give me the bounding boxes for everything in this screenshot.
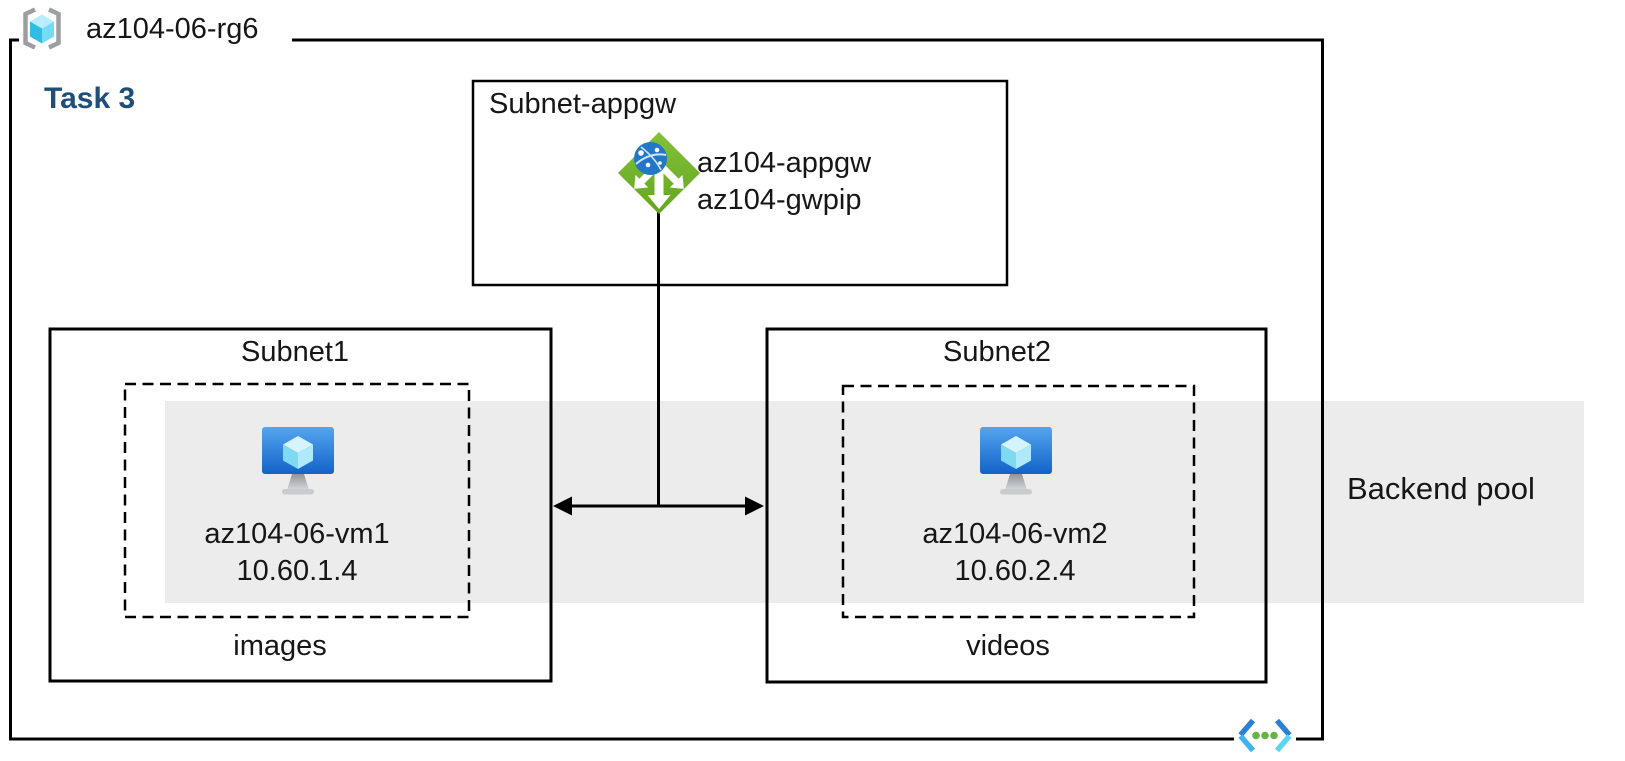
backend-pool-band — [165, 401, 1584, 603]
appgw-subnet-label: Subnet-appgw — [489, 88, 677, 120]
vm1-ip: 10.60.1.4 — [236, 555, 358, 587]
arrowhead-left — [553, 496, 572, 516]
arrowhead-right — [745, 496, 764, 516]
task-label: Task 3 — [44, 82, 136, 115]
resource-group-box — [9, 33, 1324, 759]
vm1-name: az104-06-vm1 — [204, 518, 390, 550]
gateway-public-ip-name: az104-gwpip — [697, 184, 862, 216]
resource-group-icon — [23, 7, 61, 50]
subnet2-box — [765, 327, 1268, 684]
appgw-subnet-box — [471, 79, 1009, 287]
virtual-network-icon — [1238, 718, 1292, 753]
subnet1-box — [48, 327, 553, 683]
app-gateway-name: az104-appgw — [697, 147, 872, 179]
subnet1-caption: images — [233, 630, 327, 662]
vm2-ip: 10.60.2.4 — [954, 555, 1076, 587]
application-gateway-icon — [618, 132, 700, 214]
subnet1-label: Subnet1 — [240, 336, 350, 368]
subnet2-label: Subnet2 — [942, 336, 1052, 368]
subnet2-caption: videos — [966, 630, 1050, 662]
subnet1-dashed-box — [123, 382, 471, 619]
resource-group-title: az104-06-rg6 — [86, 13, 259, 45]
backend-pool-label: Backend pool — [1347, 471, 1535, 506]
connector-lines — [553, 210, 764, 516]
vm2-name: az104-06-vm2 — [922, 518, 1108, 550]
subnet2-dashed-box — [841, 384, 1196, 619]
